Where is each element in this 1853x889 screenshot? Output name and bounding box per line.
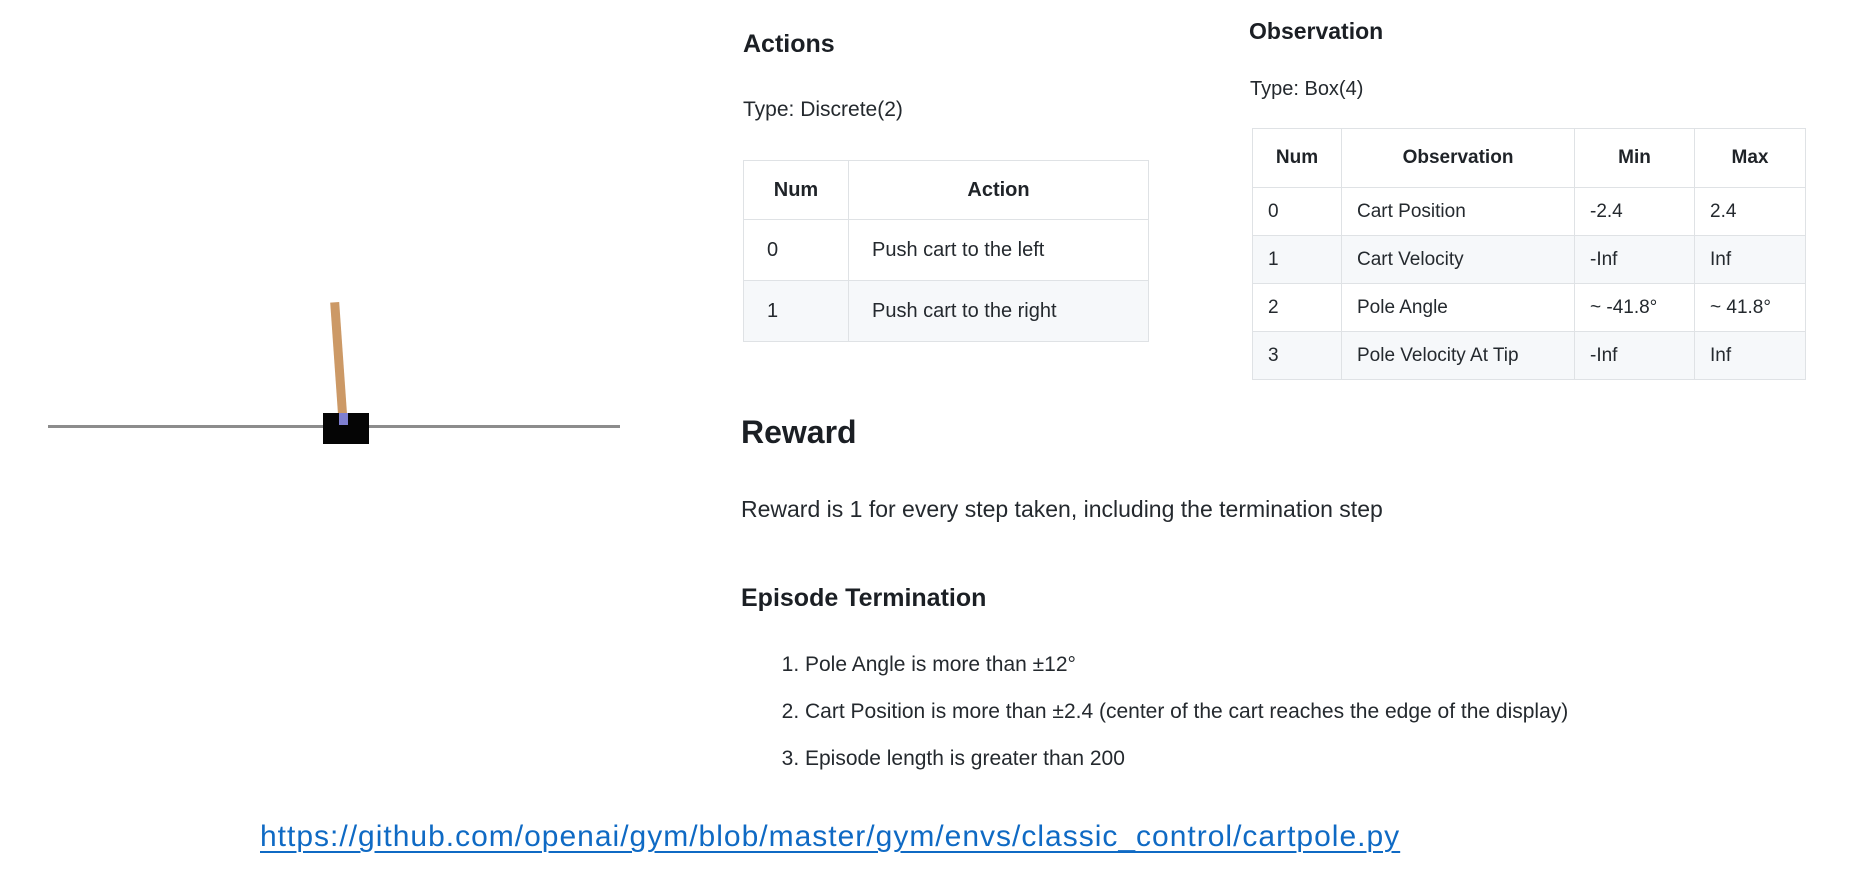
obs-cell-max: 2.4 [1694, 187, 1806, 236]
observation-header-observation: Observation [1341, 128, 1575, 188]
actions-table-header-row: Num Action [743, 160, 1149, 220]
obs-cell-min: -Inf [1574, 235, 1695, 284]
actions-cell-action: Push cart to the left [848, 219, 1149, 281]
actions-header-action: Action [848, 160, 1149, 220]
observation-title: Observation [1249, 18, 1384, 44]
actions-table-row: 0 Push cart to the left [743, 219, 1149, 281]
actions-type-label: Type: Discrete(2) [743, 98, 903, 121]
observation-type-label: Type: Box(4) [1250, 78, 1364, 100]
actions-table: Num Action 0 Push cart to the left 1 Pus… [743, 160, 1149, 342]
observation-table-row: 0 Cart Position -2.4 2.4 [1252, 187, 1806, 236]
obs-cell-min: -Inf [1574, 331, 1695, 380]
actions-cell-action: Push cart to the right [848, 280, 1149, 342]
observation-table-row: 3 Pole Velocity At Tip -Inf Inf [1252, 331, 1806, 380]
observation-table-row: 1 Cart Velocity -Inf Inf [1252, 235, 1806, 284]
obs-cell-num: 2 [1252, 283, 1342, 332]
obs-cell-num: 3 [1252, 331, 1342, 380]
obs-cell-min: -2.4 [1574, 187, 1695, 236]
observation-header-min: Min [1574, 128, 1695, 188]
reward-title: Reward [741, 414, 857, 450]
obs-cell-name: Cart Velocity [1341, 235, 1575, 284]
source-link[interactable]: https://github.com/openai/gym/blob/maste… [260, 820, 1401, 853]
termination-item: Pole Angle is more than ±12° [805, 650, 1853, 680]
episode-termination-list: Pole Angle is more than ±12° Cart Positi… [748, 650, 1853, 791]
termination-item: Episode length is greater than 200 [805, 744, 1853, 774]
observation-table-row: 2 Pole Angle ~ -41.8° ~ 41.8° [1252, 283, 1806, 332]
reward-description: Reward is 1 for every step taken, includ… [741, 496, 1383, 522]
obs-cell-name: Cart Position [1341, 187, 1575, 236]
observation-header-num: Num [1252, 128, 1342, 188]
obs-cell-name: Pole Velocity At Tip [1341, 331, 1575, 380]
cartpole-axle [339, 413, 348, 425]
observation-header-max: Max [1694, 128, 1806, 188]
obs-cell-name: Pole Angle [1341, 283, 1575, 332]
episode-termination-title: Episode Termination [741, 584, 987, 612]
observation-table: Num Observation Min Max 0 Cart Position … [1252, 128, 1806, 380]
termination-item: Cart Position is more than ±2.4 (center … [805, 697, 1853, 727]
actions-cell-num: 1 [743, 280, 849, 342]
observation-table-header-row: Num Observation Min Max [1252, 128, 1806, 188]
actions-cell-num: 0 [743, 219, 849, 281]
obs-cell-max: Inf [1694, 235, 1806, 284]
actions-header-num: Num [743, 160, 849, 220]
actions-title: Actions [743, 30, 835, 58]
cartpole-render [0, 0, 700, 500]
obs-cell-max: Inf [1694, 331, 1806, 380]
obs-cell-min: ~ -41.8° [1574, 283, 1695, 332]
obs-cell-num: 1 [1252, 235, 1342, 284]
actions-table-row: 1 Push cart to the right [743, 280, 1149, 342]
cartpole-pole [330, 301, 347, 415]
obs-cell-num: 0 [1252, 187, 1342, 236]
obs-cell-max: ~ 41.8° [1694, 283, 1806, 332]
